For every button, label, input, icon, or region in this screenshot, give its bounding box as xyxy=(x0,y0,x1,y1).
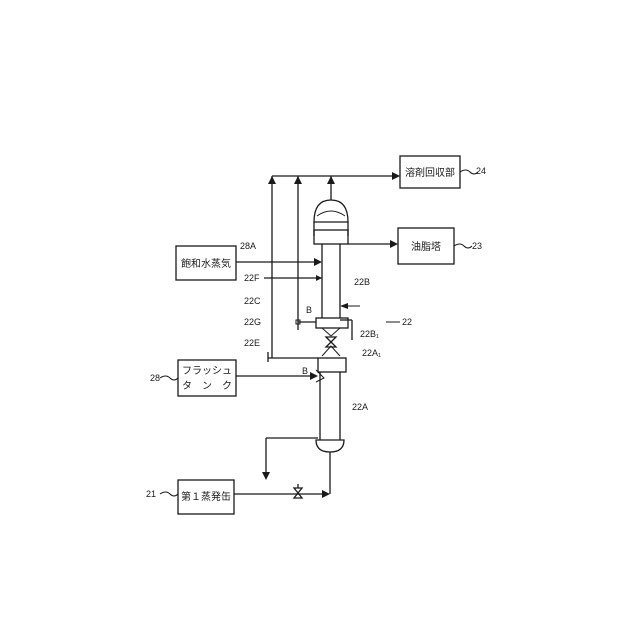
ref-22f: 22F xyxy=(244,273,260,283)
saturated-steam-box: 飽和水蒸気 xyxy=(176,246,236,280)
oil-tower-label: 油脂塔 xyxy=(411,240,441,253)
solvent-recovery-label: 溶剤回収部 xyxy=(405,166,455,179)
first-evaporator-box: 第１蒸発缶 xyxy=(178,480,234,514)
ref-22a: 22A xyxy=(352,402,368,412)
column-22b xyxy=(314,192,348,336)
column-22a xyxy=(316,346,346,462)
first-evaporator-label: 第１蒸発缶 xyxy=(181,490,231,503)
solvent-recovery-box: 溶剤回収部 xyxy=(400,156,460,188)
oil-tower-box: 油脂塔 xyxy=(398,228,454,264)
ref-22a1: 22A₁ xyxy=(362,348,381,358)
ref-22c: 22C xyxy=(244,296,261,306)
saturated-steam-label: 飽和水蒸気 xyxy=(181,257,231,270)
ref-b-upper: B xyxy=(306,305,312,315)
leader-lines xyxy=(160,170,478,496)
ref-23: 23 xyxy=(472,241,482,251)
ref-22e: 22E xyxy=(244,338,260,348)
ref-22b: 22B xyxy=(354,277,370,287)
ref-21: 21 xyxy=(146,489,156,499)
ref-22: 22 xyxy=(402,317,412,327)
ref-b-lower: B xyxy=(302,366,308,376)
flash-tank-label-2: タ ン ク xyxy=(182,380,232,392)
flash-tank-box: フラッシュ タ ン ク xyxy=(178,360,236,396)
flash-tank-label-1: フラッシュ xyxy=(182,365,232,377)
ref-22b1: 22B₁ xyxy=(360,329,379,339)
ref-24: 24 xyxy=(476,166,486,176)
ref-22g: 22G xyxy=(244,317,261,327)
ref-28a: 28A xyxy=(240,241,256,251)
ref-28: 28 xyxy=(150,373,160,383)
